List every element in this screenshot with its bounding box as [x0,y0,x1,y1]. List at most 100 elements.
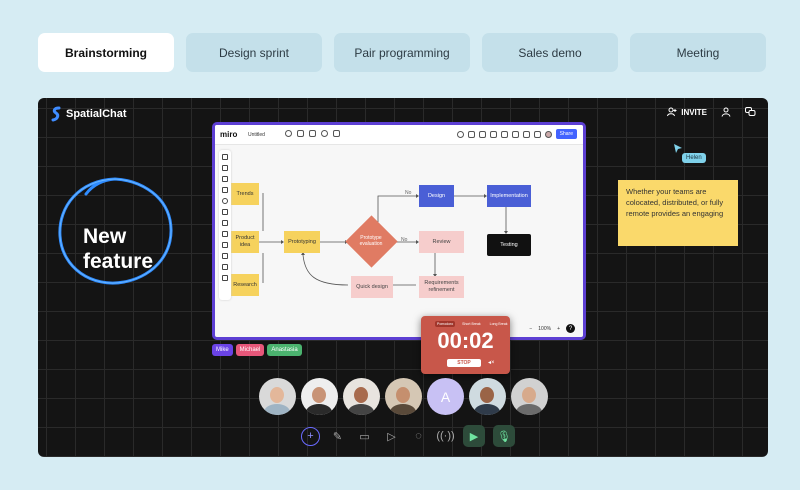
node-requirements-refinement[interactable]: Requirements refinement [419,276,464,298]
comment-icon[interactable] [222,242,228,248]
broadcast-icon[interactable]: ((·)) [436,430,455,442]
spatialchat-logo-icon [51,106,61,122]
microphone-icon[interactable]: 🎙 [493,425,515,447]
edge-label-no: No [401,237,408,243]
pen-icon[interactable]: ✎ [332,430,343,443]
node-design[interactable]: Design [419,185,454,207]
board-canvas[interactable]: Trends Product idea Research Prototyping… [215,145,583,337]
chat-bubbles-icon[interactable] [745,107,756,117]
tab-design-sprint[interactable]: Design sprint [186,33,322,72]
cursor-icon[interactable] [522,130,530,138]
avatar-initial[interactable]: A [427,378,464,415]
node-testing[interactable]: Testing [487,234,531,256]
zoom-out-icon[interactable]: − [529,325,533,332]
bell-icon[interactable] [297,130,304,137]
node-review[interactable]: Review [419,231,464,253]
participant-chip: Mike [212,344,233,356]
invite-label: INVITE [681,107,707,117]
play-icon[interactable]: ▷ [387,430,396,443]
bottom-toolbar: + ✎ ▭ ▷ ◌ ((·)) ▶ 🎙 [301,425,515,447]
node-trends[interactable]: Trends [231,183,259,205]
node-research[interactable]: Research [231,274,259,296]
text-tool-icon[interactable] [222,176,228,182]
mute-sound-icon[interactable]: ◂× [488,360,495,366]
chat-icon[interactable]: ◌ [415,430,422,442]
connector-icon[interactable] [222,209,228,215]
settings-icon[interactable] [285,130,292,137]
plus-icon[interactable]: + [301,426,320,446]
camera-icon[interactable]: ▶ [463,425,485,447]
tab-brainstorming[interactable]: Brainstorming [38,33,174,72]
brand-logo[interactable]: SpatialChat [50,106,127,122]
node-quick-design[interactable]: Quick design [351,276,393,298]
screen-share-icon[interactable]: ▭ [359,430,370,443]
cursor-name-tag: Helen [682,153,706,163]
headline: New feature [83,224,153,274]
shape-tool-icon[interactable] [222,198,228,204]
share-arrow-icon[interactable] [309,130,316,137]
timer-value: 00:02 [437,328,494,353]
select-tool-icon[interactable] [222,154,228,160]
node-prototyping[interactable]: Prototyping [284,231,320,253]
node-implementation[interactable]: Implementation [487,185,531,207]
timer-tabs: Pomodoro Short Break Long Break [435,321,510,327]
zoom-in-icon[interactable]: + [557,325,560,332]
board-toolbar [219,150,231,300]
user-icon[interactable] [721,107,731,117]
miro-board[interactable]: miro Untitled Share [212,122,586,340]
tag-icon[interactable] [333,130,340,137]
participant-chip: Michael [235,344,265,356]
scenario-tabs: Brainstorming Design sprint Pair program… [38,33,766,72]
zoom-level: 100% [538,325,552,332]
timer-tab-long-break[interactable]: Long Break [489,322,508,326]
timer-icon[interactable] [456,130,464,138]
share-button[interactable]: Share [555,129,577,139]
tab-pair-programming[interactable]: Pair programming [334,33,470,72]
pomodoro-timer: Pomodoro Short Break Long Break 00:02 ST… [421,316,510,374]
node-product-idea[interactable]: Product idea [231,231,259,253]
frame-icon[interactable] [467,130,475,138]
invite-button[interactable]: INVITE [667,107,707,117]
participant-avatars: A [259,378,548,415]
board-title[interactable]: Untitled [248,132,265,138]
lightning-icon[interactable] [511,130,519,138]
edge-label-no: No [405,190,412,196]
avatar[interactable] [301,378,338,415]
sticky-note-icon[interactable] [222,187,228,193]
comment-icon[interactable] [478,130,486,138]
board-header-tools [285,130,340,137]
grid-icon[interactable] [500,130,508,138]
avatar[interactable] [544,130,552,138]
tab-sales-demo[interactable]: Sales demo [482,33,618,72]
spatialchat-window: SpatialChat INVITE New feature mi [38,98,768,457]
timer-tab-short-break[interactable]: Short Break [462,322,481,326]
headline-line-2: feature [83,250,154,274]
pen-icon[interactable] [222,220,228,226]
note-icon[interactable] [489,130,497,138]
timer-tab-pomodoro[interactable]: Pomodoro [435,321,456,327]
avatar[interactable] [385,378,422,415]
miro-logo: miro [220,130,238,139]
cursor-icon [674,144,682,153]
flow-connectors [259,193,508,287]
avatar[interactable] [511,378,548,415]
more-icon[interactable] [222,275,228,281]
help-icon[interactable]: ? [566,324,575,333]
avatar[interactable] [259,378,296,415]
search-icon[interactable] [321,130,328,137]
stop-button[interactable]: STOP [447,359,481,367]
tab-meeting[interactable]: Meeting [630,33,766,72]
avatar[interactable] [469,378,506,415]
upload-icon[interactable] [222,264,228,270]
sticky-note[interactable]: Whether your teams are colocated, distri… [618,180,738,246]
board-header: miro Untitled Share [215,125,583,145]
template-icon[interactable] [222,165,228,171]
user-plus-icon [667,107,677,117]
crop-icon[interactable] [222,253,228,259]
app-topbar: SpatialChat INVITE [38,98,768,130]
frame-icon[interactable] [222,231,228,237]
avatar[interactable] [343,378,380,415]
node-prototype-evaluation-label: Prototype evaluation [359,235,383,247]
collaborators-icon[interactable] [533,130,541,138]
participant-chip: Anastasia [267,344,302,356]
